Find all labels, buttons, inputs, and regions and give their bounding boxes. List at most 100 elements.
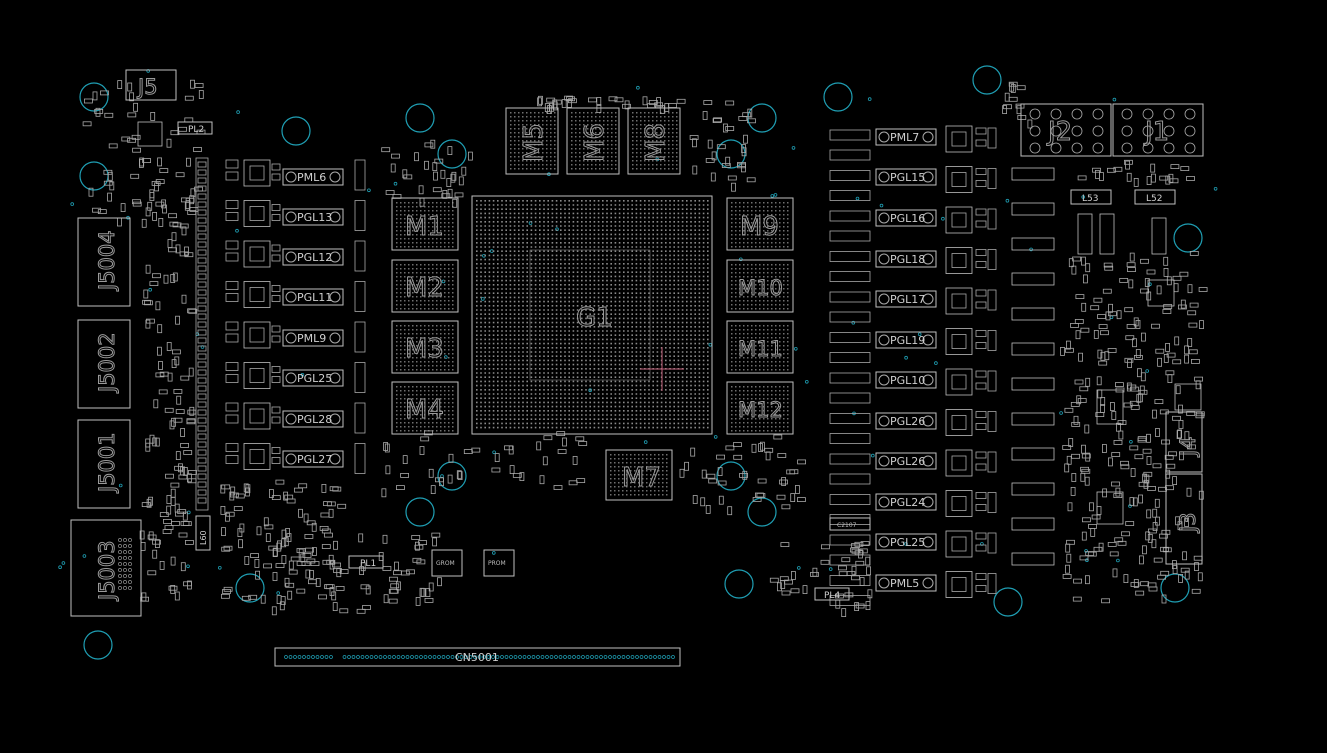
phase-label: PML9: [297, 332, 326, 345]
memory-m2[interactable]: M2: [391, 259, 459, 313]
right-phase-pgl26b[interactable]: PGL26: [875, 452, 937, 470]
phase-label: PGL25: [890, 536, 925, 549]
part-l53[interactable]: L53: [1070, 189, 1112, 205]
connector-j5003[interactable]: J5003: [70, 519, 142, 617]
edge-connector-label: CN5001: [455, 651, 499, 664]
right-phase-pgl18[interactable]: PGL18: [875, 250, 937, 268]
memory-m11[interactable]: M11: [726, 320, 794, 374]
memory-m9[interactable]: M9: [726, 197, 794, 251]
part-l52[interactable]: L52: [1134, 189, 1176, 205]
phase-label: PGL18: [890, 253, 925, 266]
memory-label: M7: [622, 463, 661, 493]
connector-label: J5004: [95, 230, 119, 292]
connector-label: J3: [1176, 512, 1200, 534]
mounting-holes: [58, 65, 1218, 660]
memory-label: M11: [738, 337, 783, 361]
memory-label: M10: [738, 276, 783, 300]
memory-label: M1: [405, 212, 444, 242]
part-grom[interactable]: GROM: [431, 549, 463, 577]
part-pl2[interactable]: PL2: [177, 121, 213, 135]
part-label: L53: [1082, 194, 1098, 204]
connector-label: J5001: [95, 432, 119, 494]
left-phase-pgl13[interactable]: PGL13: [282, 208, 344, 226]
connector-j5001[interactable]: J5001: [77, 419, 131, 509]
component-outlines: [82, 79, 1208, 617]
right-phase-pml7[interactable]: PML7: [875, 128, 937, 146]
phase-label: PGL24: [890, 496, 925, 509]
part-l60[interactable]: L60: [195, 515, 211, 551]
left-phase-pgl25[interactable]: PGL25: [282, 369, 344, 387]
connector-label: J5003: [95, 540, 119, 602]
connector-label: J5002: [95, 332, 119, 394]
phase-label: PGL17: [890, 293, 925, 306]
left-phase-pml9[interactable]: PML9: [282, 329, 344, 347]
right-phase-pgl15[interactable]: PGL15: [875, 168, 937, 186]
connector-j4[interactable]: J4: [1165, 411, 1203, 473]
part-label: PL2: [188, 125, 204, 135]
memory-label: M4: [405, 395, 444, 425]
left-phase-pgl11[interactable]: PGL11: [282, 288, 344, 306]
right-phase-pgl19[interactable]: PGL19: [875, 331, 937, 349]
connector-label: J4: [1176, 436, 1200, 458]
part-label: PROM: [488, 560, 506, 567]
part-label: C2107: [837, 522, 857, 529]
memory-m8[interactable]: M8: [627, 107, 681, 175]
gpu-g1[interactable]: G1: [471, 195, 713, 435]
left-phase-pgl27[interactable]: PGL27: [282, 450, 344, 468]
memory-m5[interactable]: M5: [505, 107, 559, 175]
left-phase-pml6[interactable]: PML6: [282, 168, 344, 186]
left-phase-pgl28[interactable]: PGL28: [282, 410, 344, 428]
memory-label: M3: [405, 334, 444, 364]
phase-label: PGL13: [297, 211, 332, 224]
memory-m6[interactable]: M6: [566, 107, 620, 175]
phase-label: PGL11: [297, 291, 332, 304]
connector-j5[interactable]: J5: [125, 69, 177, 101]
phase-label: PGL28: [297, 413, 332, 426]
part-pl4[interactable]: PL4: [814, 587, 850, 601]
left-phase-pgl12[interactable]: PGL12: [282, 248, 344, 266]
memory-m7[interactable]: M7: [605, 449, 673, 501]
part-label: GROM: [436, 560, 455, 567]
connector-j3[interactable]: J3: [1165, 473, 1203, 565]
phase-label: PGL12: [297, 251, 332, 264]
memory-m4[interactable]: M4: [391, 381, 459, 435]
right-phase-pgl25[interactable]: PGL25: [875, 533, 937, 551]
connector-j5002[interactable]: J5002: [77, 319, 131, 409]
part-c2107[interactable]: C2107: [829, 517, 871, 531]
connector-label: J2: [1046, 117, 1072, 147]
phase-label: PML5: [890, 577, 919, 590]
memory-m3[interactable]: M3: [391, 320, 459, 374]
part-label: L60: [199, 530, 208, 545]
part-pl1[interactable]: PL1: [348, 555, 384, 569]
phase-label: PGL19: [890, 334, 925, 347]
memory-m12[interactable]: M12: [726, 381, 794, 435]
phase-label: PGL10: [890, 374, 925, 387]
connector-j5004[interactable]: J5004: [77, 217, 131, 307]
crosshair-cursor-icon: [640, 347, 684, 391]
connector-label: J1: [1143, 117, 1169, 147]
memory-label: M5: [519, 123, 549, 162]
right-phase-pml5[interactable]: PML5: [875, 574, 937, 592]
right-phase-pgl24[interactable]: PGL24: [875, 493, 937, 511]
right-phase-pgl10[interactable]: PGL10: [875, 371, 937, 389]
gpu-label: G1: [576, 303, 613, 333]
part-prom[interactable]: PROM: [483, 549, 515, 577]
right-phase-pgl17[interactable]: PGL17: [875, 290, 937, 308]
phase-label: PML7: [890, 131, 919, 144]
right-phase-pgl16[interactable]: PGL16: [875, 209, 937, 227]
edge-connector-cn5001[interactable]: CN5001: [274, 647, 681, 667]
memory-label: M8: [641, 123, 671, 162]
memory-m10[interactable]: M10: [726, 259, 794, 313]
memory-label: M6: [580, 123, 610, 162]
part-label: L52: [1146, 194, 1162, 204]
phase-label: PGL26: [890, 415, 925, 428]
memory-m1[interactable]: M1: [391, 197, 459, 251]
right-phase-pgl26a[interactable]: PGL26: [875, 412, 937, 430]
phase-label: PGL27: [297, 453, 332, 466]
part-label: PL4: [824, 591, 840, 601]
memory-label: M2: [405, 273, 444, 303]
connector-j1[interactable]: J1: [1112, 103, 1204, 157]
phase-label: PML6: [297, 171, 326, 184]
phase-label: PGL25: [297, 372, 332, 385]
connector-j2[interactable]: J2: [1020, 103, 1112, 157]
